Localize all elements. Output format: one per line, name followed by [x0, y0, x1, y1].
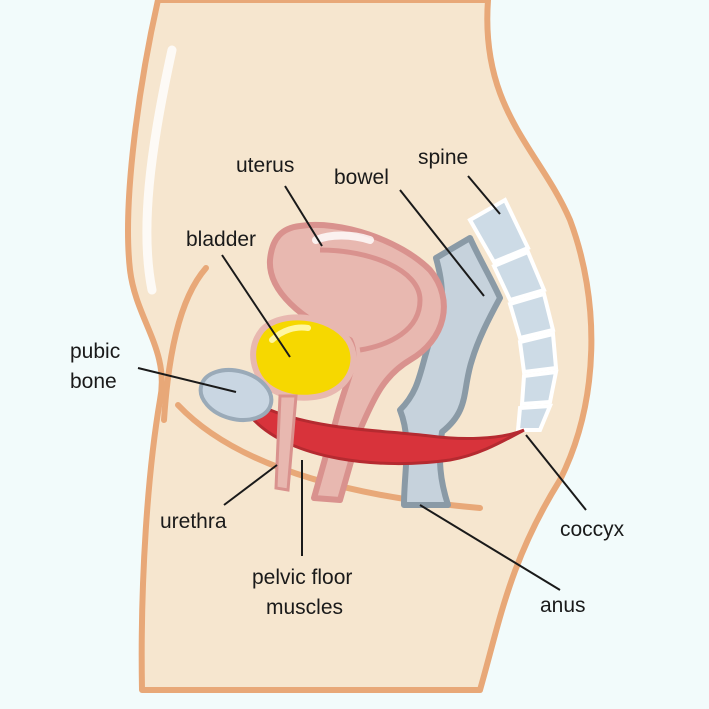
label-coccyx: coccyx: [560, 518, 625, 541]
uterus-inner-line: [319, 247, 423, 353]
label-pubic-bone-line2: bone: [70, 370, 117, 393]
leader-spine: [467, 175, 501, 215]
label-pelvic-floor-line2: muscles: [266, 596, 343, 619]
label-pubic-bone-line1: pubic: [70, 340, 120, 363]
leader-lines: [137, 175, 587, 591]
leader-urethra: [223, 464, 278, 506]
label-bladder: bladder: [186, 228, 256, 251]
spine-vertebrae: [467, 197, 559, 432]
uterus-highlight: [312, 231, 374, 244]
leader-bladder: [221, 254, 291, 358]
label-uterus: uterus: [236, 154, 294, 177]
label-pelvic-floor-line1: pelvic floor: [252, 566, 352, 589]
leader-coccyx: [525, 434, 587, 511]
label-spine: spine: [418, 146, 468, 169]
leader-uterus: [284, 185, 323, 247]
label-bowel: bowel: [334, 166, 389, 189]
leader-bowel: [399, 189, 485, 297]
bladder-highlight: [269, 324, 311, 343]
urethra-shape: [274, 394, 298, 492]
pubic-bone-shape: [198, 368, 274, 422]
leader-pubic-bone: [137, 367, 237, 393]
label-urethra: urethra: [160, 510, 227, 533]
belly-highlight: [142, 45, 177, 295]
inner-fold-line: [161, 265, 209, 423]
leader-anus: [419, 504, 561, 591]
pelvic-floor-muscle: [249, 408, 525, 466]
label-anus: anus: [540, 594, 586, 617]
